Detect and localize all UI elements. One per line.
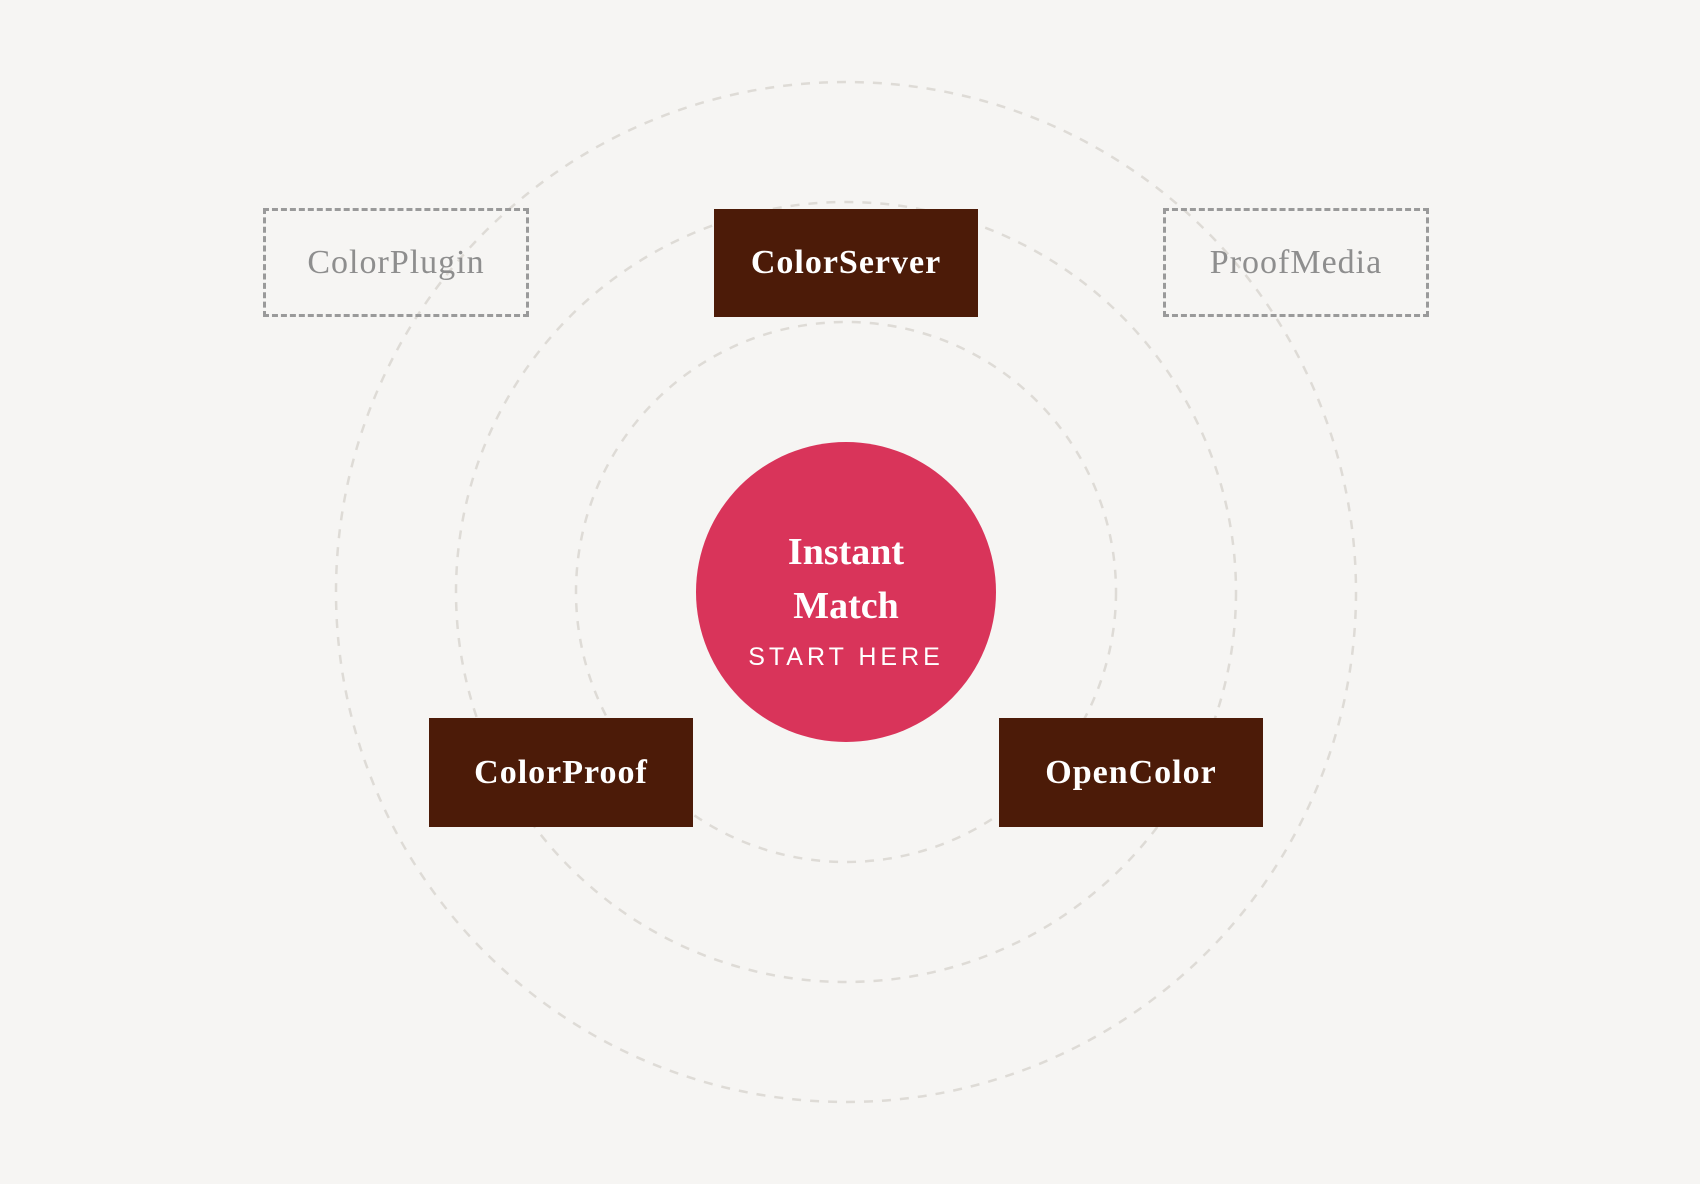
node-colorproof[interactable]: ColorProof — [429, 718, 693, 827]
node-label: ProofMedia — [1209, 243, 1383, 281]
node-colorplugin[interactable]: ColorPlugin — [263, 208, 529, 317]
node-colorserver[interactable]: ColorServer — [714, 209, 978, 317]
orbit-ring-inner — [574, 320, 1118, 864]
hub-title-line-2: Match — [793, 584, 899, 627]
node-label: ColorPlugin — [307, 243, 485, 281]
orbit-ring-middle — [454, 200, 1238, 984]
hub-title-line-1: Instant — [787, 530, 905, 573]
node-label: ColorServer — [750, 244, 942, 281]
orbit-ring-outer — [334, 80, 1358, 1104]
node-proofmedia[interactable]: ProofMedia — [1163, 208, 1429, 317]
center-hub-instant-match[interactable]: Instant Match START HERE — [696, 442, 996, 742]
node-label: OpenColor — [1045, 753, 1217, 791]
node-label: ColorProof — [474, 753, 648, 791]
hub-subtitle: START HERE — [748, 642, 944, 671]
node-opencolor[interactable]: OpenColor — [999, 718, 1263, 827]
